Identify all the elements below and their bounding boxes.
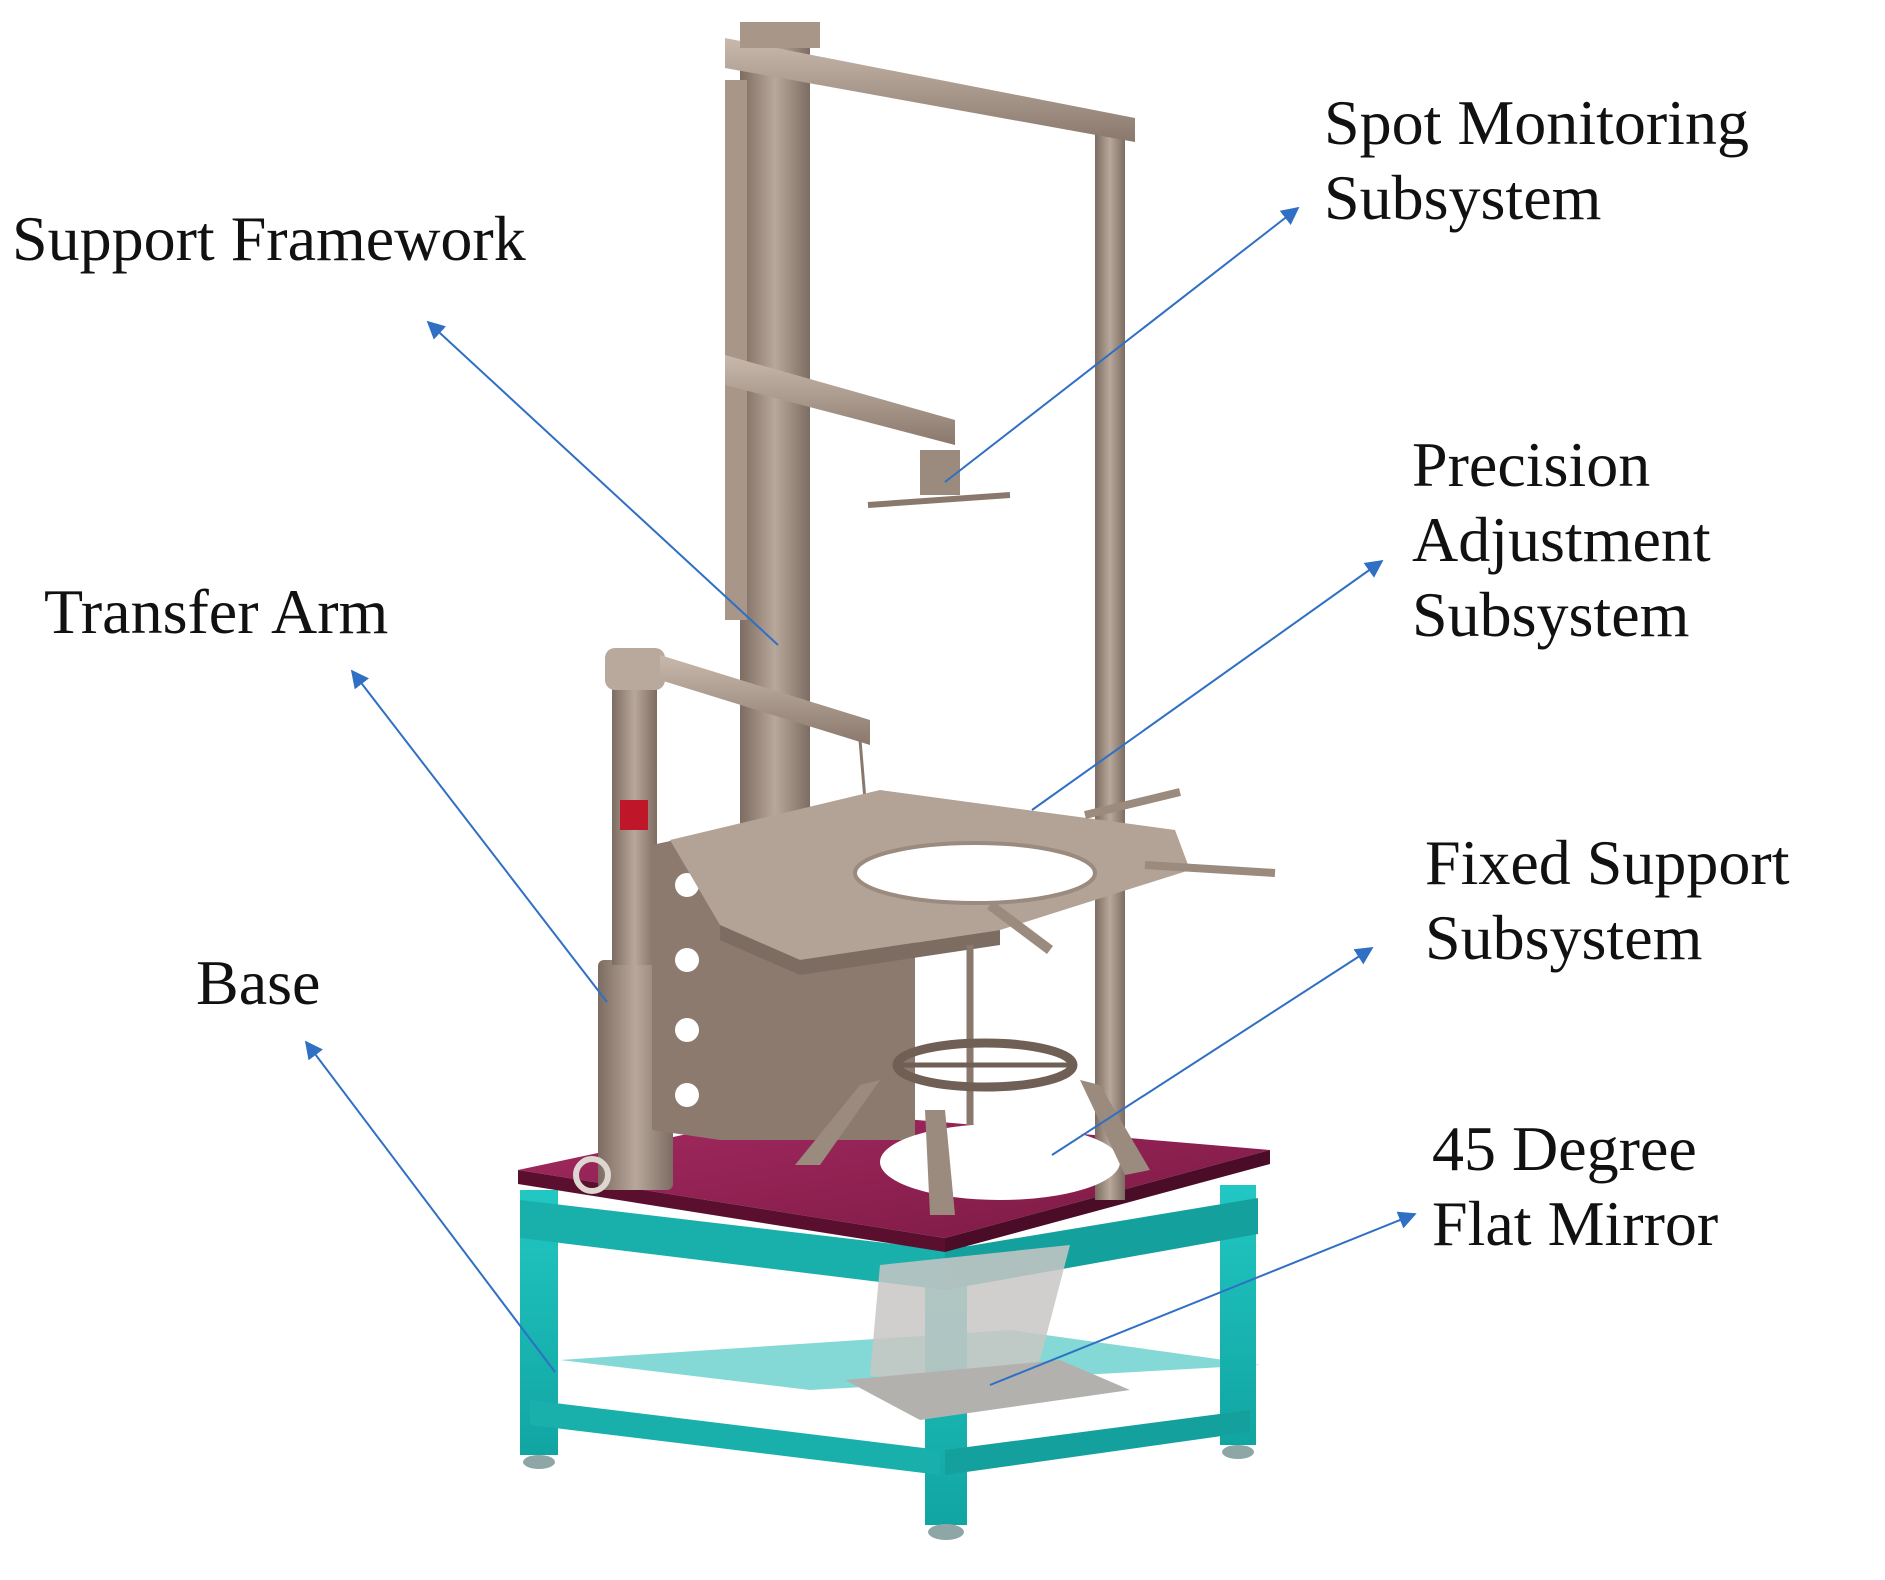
label-base: Base <box>196 946 320 1021</box>
label-line: Spot Monitoring <box>1324 87 1749 158</box>
adjustment-actuator <box>987 901 1053 954</box>
arm-boom <box>660 655 870 745</box>
arrow-fixed-support <box>1051 947 1374 1156</box>
label-line: 45 Degree <box>1432 1113 1697 1184</box>
right-column <box>1095 120 1125 1200</box>
label-45-degree-flat-mirror: 45 Degree Flat Mirror <box>1432 1112 1718 1262</box>
label-spot-monitoring-subsystem: Spot Monitoring Subsystem <box>1324 86 1749 236</box>
panel-hole <box>675 948 699 972</box>
middle-beam <box>725 355 955 445</box>
fixed-support <box>795 1038 1150 1215</box>
support-leg <box>795 1080 880 1165</box>
precision-adjustment-platform <box>670 788 1276 1150</box>
adjustment-actuator <box>1144 861 1276 877</box>
arrow-support-framework <box>426 320 779 646</box>
table-top-edge <box>518 1170 945 1252</box>
label-fixed-support-subsystem: Fixed Support Subsystem <box>1425 826 1789 976</box>
arm-head <box>605 648 665 690</box>
mirror-plate <box>845 1360 1130 1420</box>
arrow-transfer-arm <box>350 669 608 1003</box>
label-line: Subsystem <box>1324 161 1602 233</box>
label-line: Fixed Support <box>1425 827 1790 898</box>
label-line: Precision <box>1412 429 1651 500</box>
support-leg <box>925 1110 955 1215</box>
foot <box>523 1455 555 1469</box>
arrow-base <box>304 1040 556 1373</box>
foot <box>1222 1445 1254 1459</box>
arrow-spot-monitoring <box>944 206 1300 483</box>
label-transfer-arm-text: Transfer Arm <box>44 576 389 647</box>
leader-lines <box>304 206 1417 1386</box>
base-rail-lower-right <box>945 1410 1250 1475</box>
arrow-flat-mirror <box>989 1211 1417 1386</box>
label-line: Adjustment <box>1412 503 1711 575</box>
left-column-rail <box>725 80 747 620</box>
base-table <box>518 1110 1270 1540</box>
camera-mount <box>920 450 960 495</box>
panel-hole <box>675 1018 699 1042</box>
top-beam-cap <box>740 22 820 48</box>
top-beam <box>725 38 1135 142</box>
adjustment-ring-inner <box>853 841 1097 905</box>
label-base-text: Base <box>196 947 321 1018</box>
panel-hole <box>675 1083 699 1107</box>
arrow-precision-adjustment <box>1031 559 1384 811</box>
base-rail-lower-front <box>530 1400 940 1475</box>
label-line: Subsystem <box>1425 901 1703 973</box>
table-top-edge <box>945 1150 1270 1252</box>
adjustment-actuator <box>1084 788 1181 819</box>
label-line: Subsystem <box>1412 578 1690 650</box>
label-precision-adjustment-subsystem: Precision Adjustment Subsystem <box>1412 428 1711 653</box>
arm-joint <box>620 800 648 830</box>
adjustment-plate-underside <box>720 925 1000 975</box>
label-transfer-arm: Transfer Arm <box>44 575 388 650</box>
handwheel <box>573 1156 611 1194</box>
transfer-arm <box>573 648 872 1194</box>
label-support-framework-text: Support Framework <box>12 203 526 274</box>
mirror-housing <box>870 1245 1070 1400</box>
label-support-framework: Support Framework <box>12 202 526 277</box>
support-leg <box>1080 1080 1150 1175</box>
adjustment-ring <box>855 843 1095 903</box>
label-line: Flat Mirror <box>1432 1187 1719 1259</box>
base-rail-front <box>520 1200 945 1290</box>
foot <box>928 1524 964 1540</box>
camera-bracket <box>867 492 1011 508</box>
